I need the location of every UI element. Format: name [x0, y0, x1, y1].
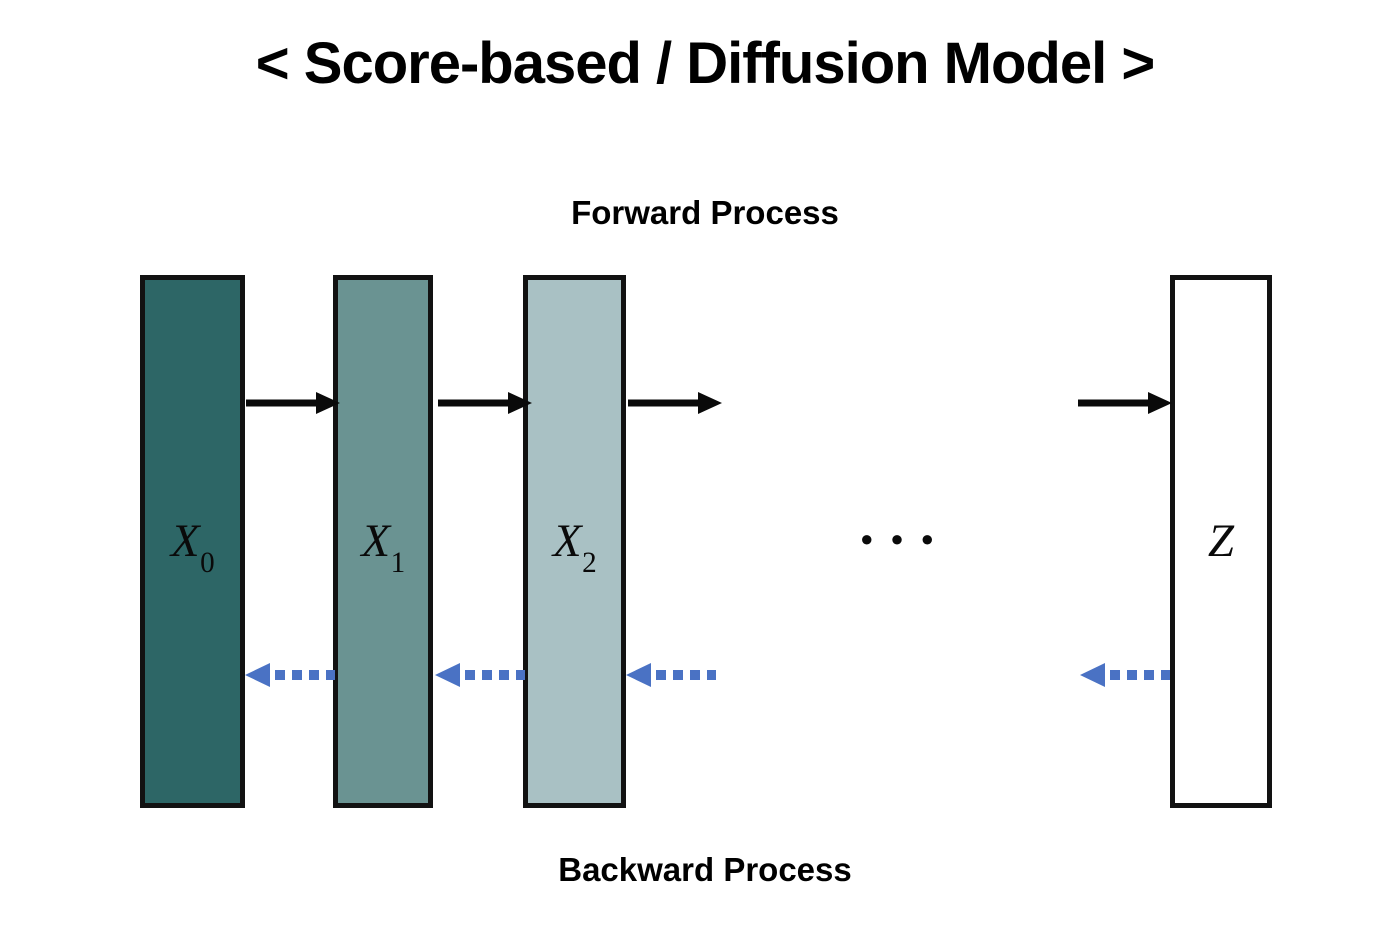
bar-x2: X2: [523, 275, 626, 808]
bar-z: Z: [1170, 275, 1272, 808]
bar-x0: X0: [140, 275, 245, 808]
bar-x1-subscript: 1: [390, 546, 406, 579]
bar-x2-label: X2: [552, 515, 597, 578]
bar-x0-base: X: [170, 515, 200, 567]
bar-z-label: Z: [1208, 518, 1234, 565]
bar-x1-base: X: [361, 515, 391, 567]
backward-process-label: Backward Process: [558, 851, 852, 888]
forward-arrow-icon: [628, 392, 722, 414]
page-title: < Score-based / Diffusion Model >: [255, 31, 1155, 96]
bar-x1-label: X1: [361, 515, 405, 578]
bar-x0-label: X0: [170, 515, 215, 578]
backward-arrow-icon: [435, 663, 525, 687]
forward-process-label: Forward Process: [571, 194, 839, 231]
backward-arrow-icon: [245, 663, 335, 687]
bar-z-base: Z: [1207, 515, 1235, 567]
bar-x2-subscript: 2: [582, 546, 597, 579]
bar-x2-base: X: [552, 515, 582, 567]
bar-x1: X1: [333, 275, 433, 808]
backward-arrow-icon: [1080, 663, 1170, 687]
forward-arrow-icon: [438, 392, 532, 414]
bar-x0-subscript: 0: [200, 546, 215, 579]
forward-arrow-icon: [1078, 392, 1172, 414]
backward-arrow-icon: [626, 663, 716, 687]
ellipsis-icon: ●●●: [860, 526, 951, 551]
forward-arrow-icon: [246, 392, 340, 414]
